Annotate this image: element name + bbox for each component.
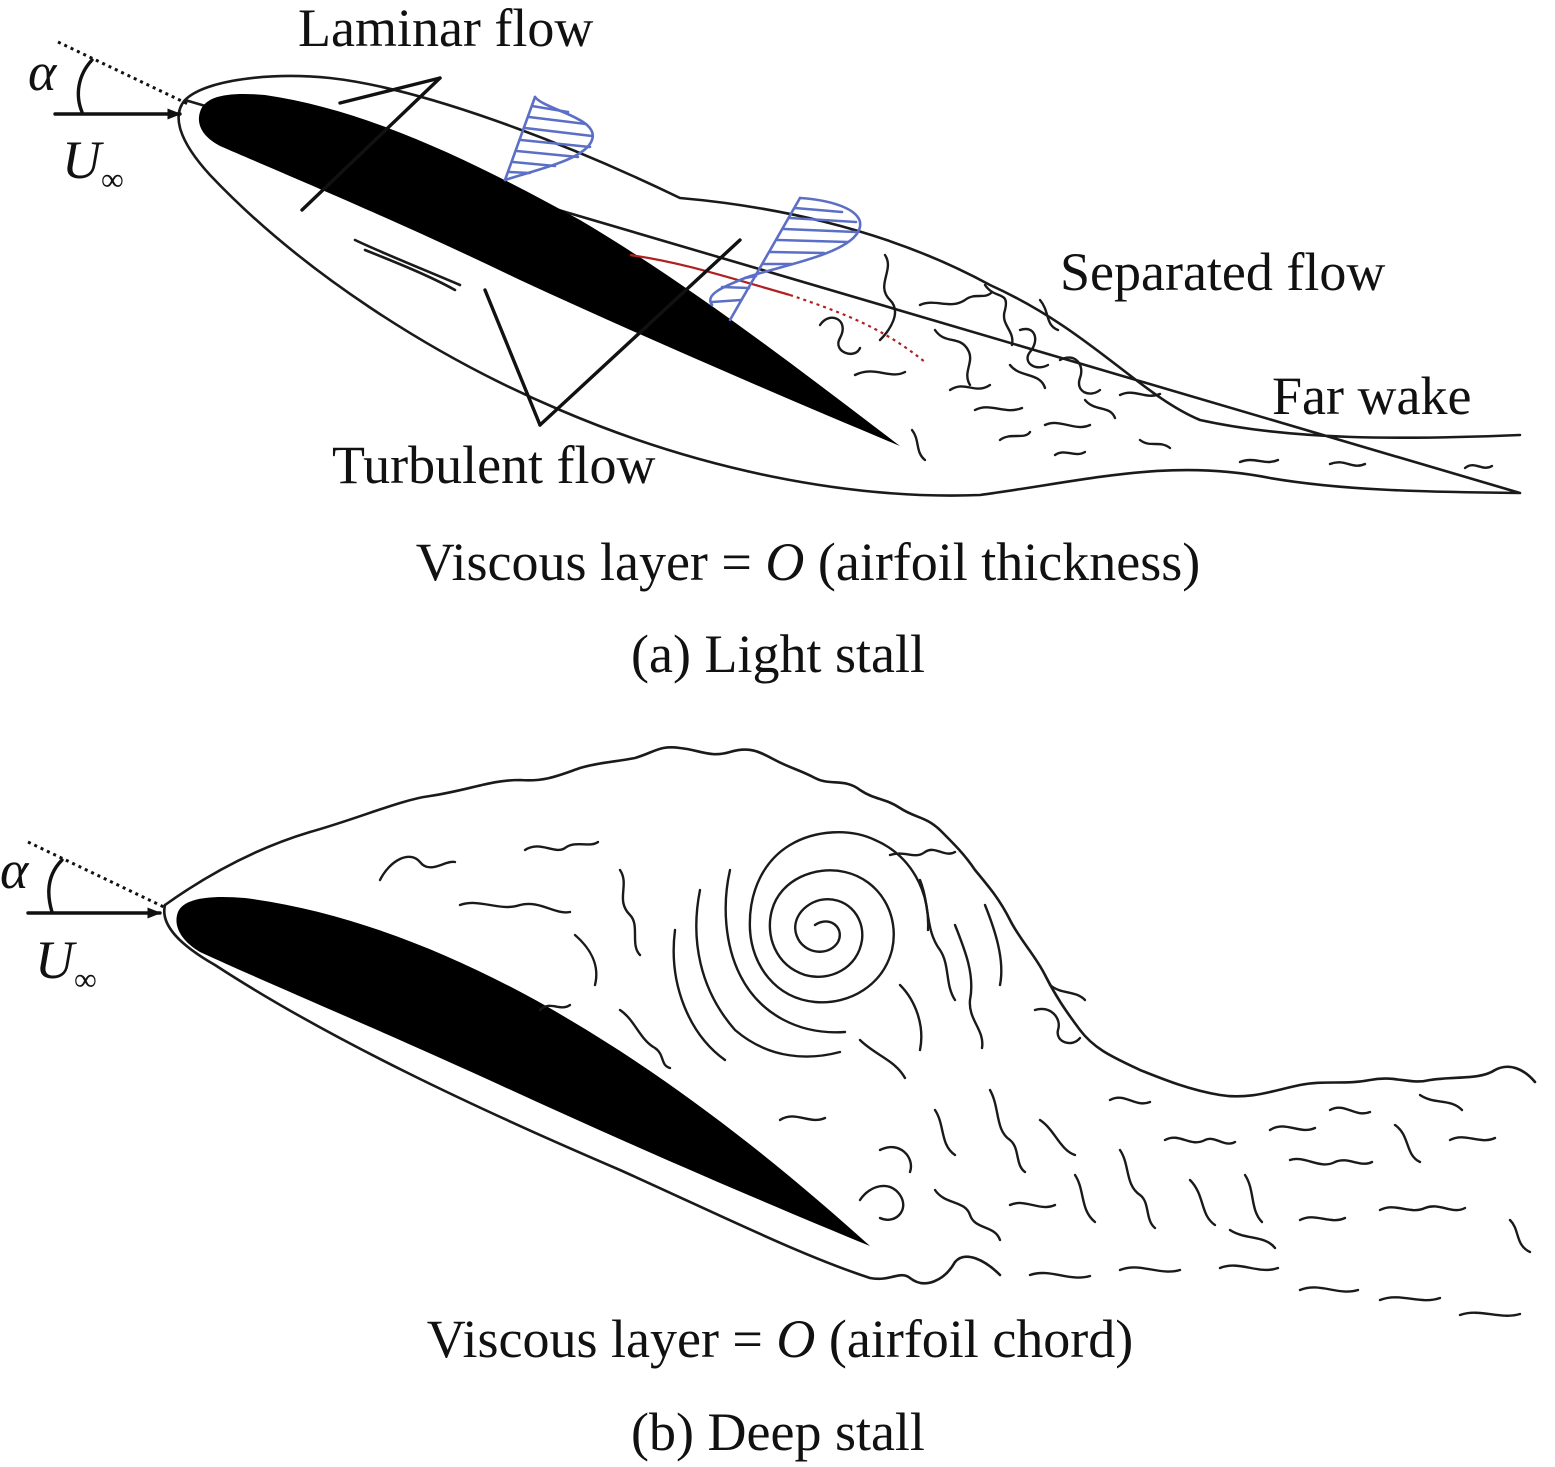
panel-deep-stall: α U∞ Viscous layer = O (airfoil chord) (… bbox=[0, 746, 1537, 1462]
caption-b: (b) Deep stall bbox=[631, 1402, 925, 1462]
deep-stall-eddies bbox=[378, 840, 1532, 1317]
far-wake-label: Far wake bbox=[1272, 366, 1471, 426]
freestream-velocity-a: U∞ bbox=[62, 130, 124, 197]
viscous-layer-note-a: Viscous layer = O (airfoil thickness) bbox=[416, 532, 1201, 592]
viscous-layer-note-b: Viscous layer = O (airfoil chord) bbox=[427, 1309, 1134, 1369]
panel-light-stall: α U∞ Laminar flow Turbulent flow Separat… bbox=[28, 0, 1522, 684]
alpha-symbol-a: α bbox=[28, 42, 58, 102]
alpha-symbol-b: α bbox=[0, 840, 30, 900]
shear-layer-dotted bbox=[789, 293, 926, 363]
separated-flow-label: Separated flow bbox=[1060, 242, 1385, 302]
leader-lines-a bbox=[300, 76, 742, 427]
viscous-layer-outline-a bbox=[177, 74, 1522, 497]
angle-of-attack-a bbox=[53, 40, 189, 120]
freestream-velocity-b: U∞ bbox=[35, 930, 97, 997]
dynamic-stall-vortex bbox=[672, 831, 930, 1062]
turbulent-flow-label: Turbulent flow bbox=[332, 435, 656, 495]
velocity-profile-2 bbox=[709, 196, 862, 322]
shear-layer-solid bbox=[629, 253, 791, 297]
viscous-layer-outline-b bbox=[163, 746, 1537, 1098]
airfoil-b bbox=[176, 896, 871, 1246]
lower-surface-streak bbox=[353, 238, 462, 292]
caption-a: (a) Light stall bbox=[631, 624, 925, 684]
velocity-profile-1 bbox=[503, 95, 594, 182]
airfoil-a bbox=[198, 93, 900, 446]
separated-flow-eddies bbox=[818, 253, 1494, 470]
laminar-flow-label: Laminar flow bbox=[298, 0, 593, 58]
angle-of-attack-b bbox=[26, 840, 167, 919]
viscous-layer-lower-b bbox=[162, 903, 1002, 1285]
